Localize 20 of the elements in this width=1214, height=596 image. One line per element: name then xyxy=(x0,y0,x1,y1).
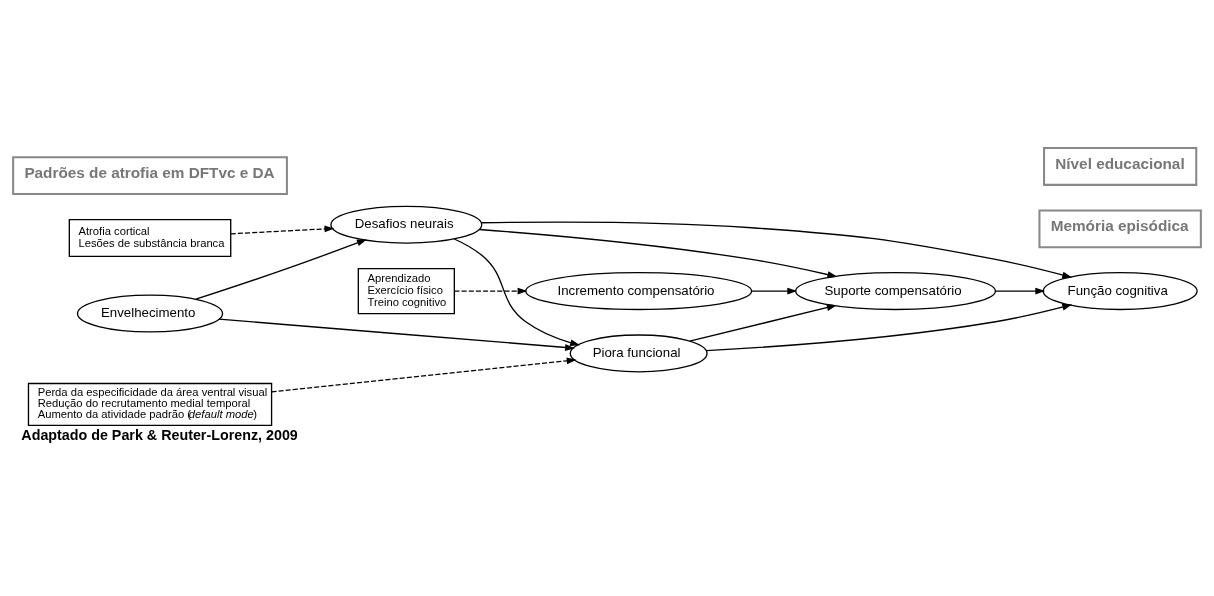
arrow xyxy=(705,303,1073,351)
arrow xyxy=(195,238,367,300)
node-box: Nível educacional xyxy=(1043,146,1198,186)
caption: Adaptado de Park & Reuter-Lorenz, 2009 xyxy=(21,426,298,443)
arrow xyxy=(751,287,798,295)
node-box: Atrofia cortical Lesões de substância branca xyxy=(68,218,232,257)
node-box: Padrões de atrofia em DFTvc e DA xyxy=(12,155,288,195)
arrow xyxy=(453,237,580,346)
arrow xyxy=(995,287,1046,295)
arrow xyxy=(480,220,1073,278)
node-box: Aprendizado Exercício físico Treino cognitivo xyxy=(357,267,455,314)
node-ellipse: Incremento compensatório xyxy=(525,271,753,310)
arrow xyxy=(689,303,837,342)
node-box: Memória episódica xyxy=(1038,208,1202,248)
arrow xyxy=(478,228,838,278)
arrow xyxy=(271,356,577,392)
arrow xyxy=(230,224,335,234)
arrow xyxy=(218,317,575,351)
node-ellipse: Envelhecimento xyxy=(76,294,224,333)
arrow xyxy=(453,287,528,295)
